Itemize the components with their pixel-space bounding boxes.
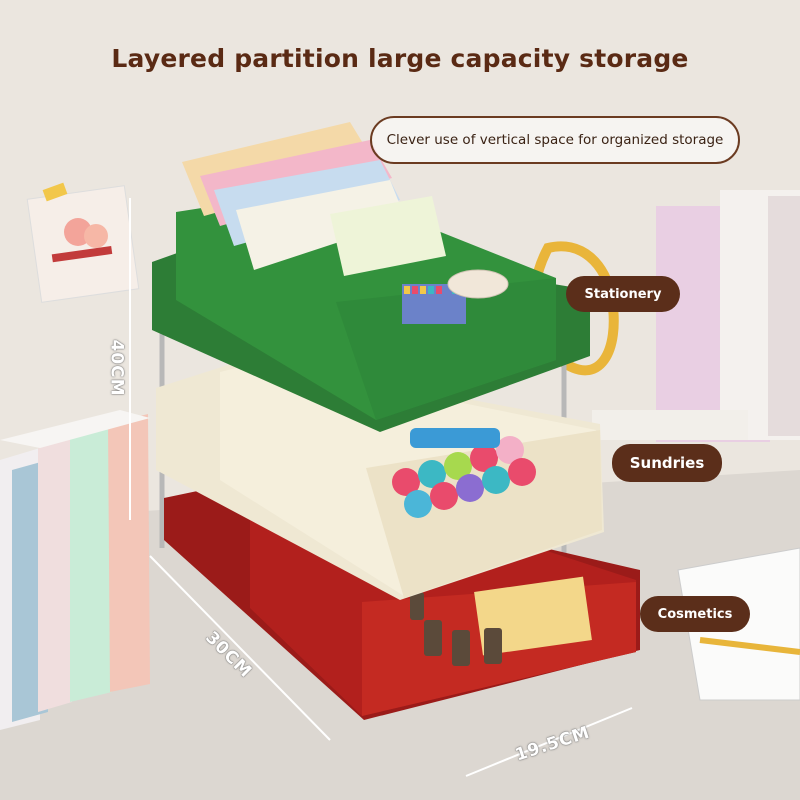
markers-holder [402,284,466,324]
wall-postcard [26,182,140,303]
page-title: Layered partition large capacity storage [111,44,689,73]
books-right [592,190,800,442]
books-left [0,410,150,730]
washi-tapes [392,436,536,518]
label-cosmetics: Cosmetics [640,596,750,632]
subtitle-pill: Clever use of vertical space for organiz… [370,116,740,164]
dimension-height: 40CM [106,339,127,397]
top-tier-stationery [152,122,590,432]
label-sundries: Sundries [612,444,722,482]
notebooks-stack [182,122,446,276]
dimension-lines [129,198,633,777]
label-stationery: Stationery [566,276,680,312]
middle-tier-sundries [156,358,604,600]
